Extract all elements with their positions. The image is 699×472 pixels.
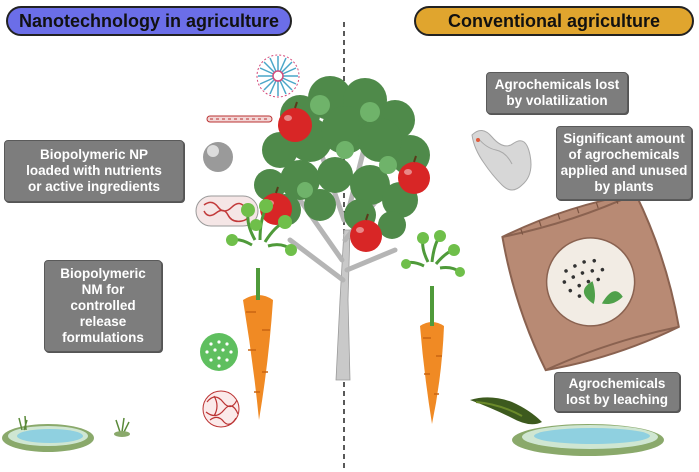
np-line-2: loaded with nutrients [26,163,162,178]
nm-line-3: controlled [70,298,136,313]
unused-line-4: by plants [594,179,654,194]
runoff-icon [470,397,542,425]
nanoparticle-sphere-icon [203,142,233,172]
smoke-icon [471,130,532,191]
right-title: Conventional agriculture [447,10,661,31]
nanofiber-icon [206,115,273,123]
vol-line-2: by volatilization [506,93,608,108]
leach-line-2: lost by leaching [565,392,669,407]
vol-line-1: Agrochemicals lost [494,77,620,92]
unused-agrochemicals-box: Significant amount of agrochemicals appl… [556,126,692,200]
right-title-pill: Conventional agriculture [414,6,694,36]
nm-line-1: Biopolymeric [60,266,146,281]
left-title-pill: Nanotechnology in agriculture [6,6,292,36]
unused-line-3: applied and unused [560,163,688,178]
carrot-icon-left [226,199,297,420]
unused-line-2: of agrochemicals [568,147,680,162]
leach-line-1: Agrochemicals [568,376,666,391]
nanomesh-sphere-icon [200,333,238,371]
left-title: Nanotechnology in agriculture [18,10,280,31]
tree-icon [254,76,430,381]
pond-icon-left [2,415,130,452]
np-line-1: Biopolymeric NP [39,147,149,162]
fiber-ball-icon [202,390,240,428]
nm-line-4: release [79,314,127,329]
biopolymeric-np-box: Biopolymeric NP loaded with nutrients or… [4,140,184,202]
fertilizer-bag-icon [501,192,680,372]
carrot-icon-right [401,230,465,424]
np-line-3: or active ingredients [27,179,161,194]
unused-line-1: Significant amount [563,131,685,146]
biopolymeric-nm-box: Biopolymeric NM for controlled release f… [44,260,162,352]
leaching-box: Agrochemicals lost by leaching [554,372,680,412]
pond-icon-right [512,424,664,456]
dendrimer-icon [256,54,300,98]
volatilization-box: Agrochemicals lost by volatilization [486,72,628,114]
nm-line-2: NM for [81,282,125,297]
nm-line-5: formulations [62,330,144,345]
